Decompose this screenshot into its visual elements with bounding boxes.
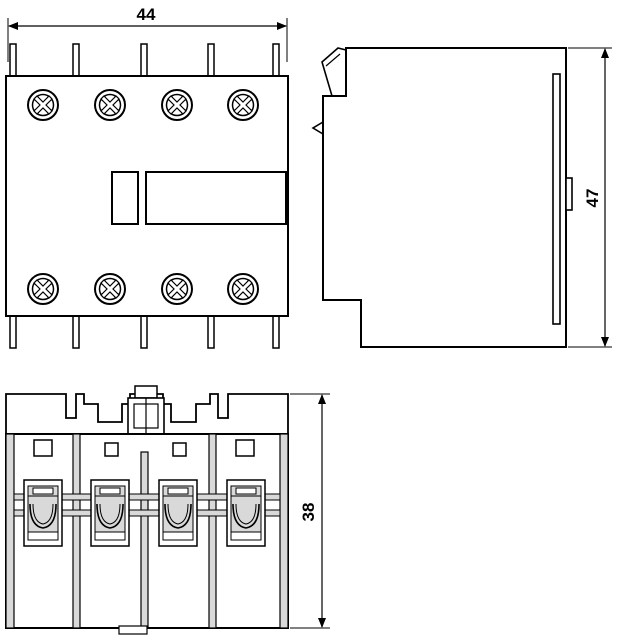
center-window-left <box>111 171 139 225</box>
width-dimension: 44 <box>7 5 288 62</box>
screw-icon <box>161 89 193 121</box>
screw-icon <box>94 273 126 305</box>
side-view: 47 <box>311 47 612 348</box>
latch <box>321 47 347 97</box>
depth-dimension: 38 <box>290 393 330 629</box>
separator-ribs <box>72 433 217 629</box>
screw-icon <box>227 273 259 305</box>
terminal-clamp-icon <box>23 479 63 547</box>
terminal-clamp-icon <box>90 479 130 547</box>
screw-icon <box>227 89 259 121</box>
height-dimension: 47 <box>568 47 612 348</box>
center-window-right <box>145 171 287 225</box>
screw-icon <box>27 89 59 121</box>
screw-icon <box>94 89 126 121</box>
front-view: 44 <box>5 5 289 349</box>
terminal-clamp-icon <box>158 479 198 547</box>
screw-icon <box>27 273 59 305</box>
depth-label: 38 <box>299 503 318 522</box>
side-body <box>322 47 567 348</box>
screw-icon <box>161 273 193 305</box>
top-pins <box>9 43 280 77</box>
height-label: 47 <box>583 189 602 208</box>
terminal-clamp-icon <box>226 479 266 547</box>
bottom-view: 38 <box>5 385 330 635</box>
width-label: 44 <box>137 5 156 24</box>
bottom-pins <box>9 315 280 349</box>
